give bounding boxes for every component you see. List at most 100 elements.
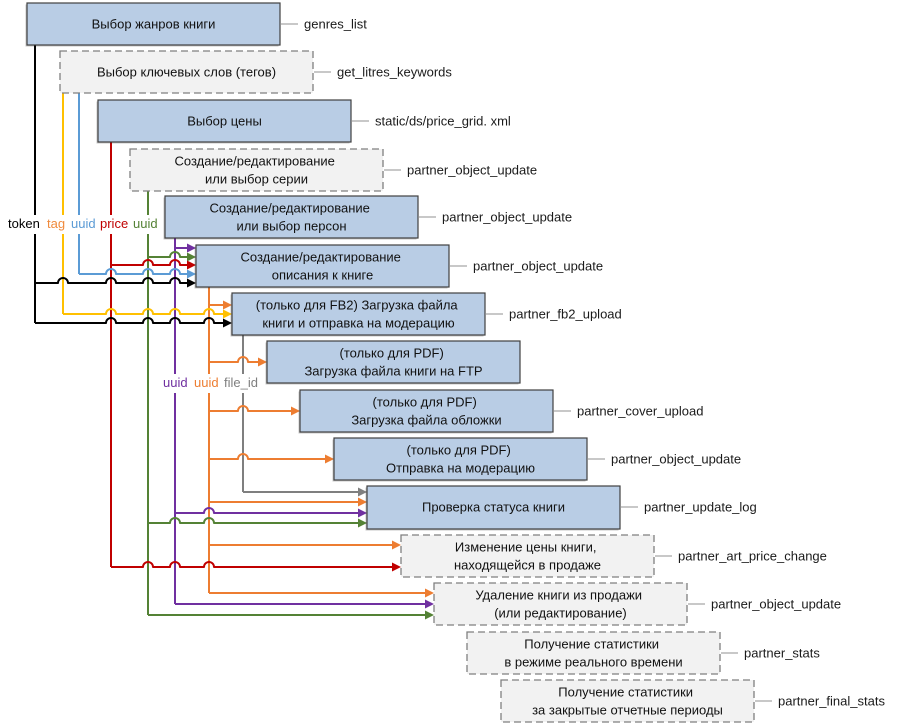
arrowhead-icon: [358, 497, 367, 507]
step-text-line: в режиме реального времени: [504, 655, 682, 670]
api-method-label: partner_object_update: [407, 163, 537, 178]
connectors-layer: [34, 45, 434, 620]
arrowhead-icon: [392, 540, 401, 550]
arrowhead-icon: [358, 518, 367, 528]
book-uuid-connector-line: [209, 356, 259, 363]
param-label-tag: tag: [47, 216, 65, 231]
arrowhead-icon: [358, 487, 367, 497]
price-connector-line: [111, 561, 393, 568]
step-box: [299, 389, 554, 433]
step-pdf-ftp-upload: (только для PDF) Загрузка файла книги на…: [265, 340, 521, 385]
arrowhead-icon: [187, 260, 196, 270]
arrowhead-icon: [392, 562, 401, 572]
param-label-keywords-uuid: uuid: [71, 216, 96, 231]
book-uuid-connector-line: [209, 405, 292, 412]
step-pdf-moderation: (только для PDF) Отправка на модерацию p…: [332, 437, 741, 482]
step-text-line: Загрузка файла книги на FTP: [304, 364, 482, 379]
api-method-label: partner_art_price_change: [678, 549, 827, 564]
arrowhead-icon: [358, 508, 367, 518]
api-method-label: static/ds/price_grid. xml: [375, 114, 511, 129]
persons-uuid-connector-line: [175, 507, 359, 514]
step-text-line: находящейся в продаже: [454, 558, 601, 573]
step-text-line: Удаление книги из продажи: [475, 588, 642, 603]
step-text-line: Выбор ключевых слов (тегов): [97, 65, 276, 80]
step-text: Проверка статуса книги: [422, 500, 565, 515]
arrowhead-icon: [187, 269, 196, 279]
step-text: Создание/редактирование или выбор серии: [174, 154, 338, 187]
param-label-persons-uuid: uuid: [163, 375, 188, 390]
step-text-line: (или редактирование): [494, 606, 627, 621]
step-text: Получение статистики в режиме реального …: [504, 637, 682, 670]
step-text-line: или выбор серии: [205, 172, 308, 187]
step-text: (только для PDF) Отправка на модерацию: [386, 443, 535, 476]
step-text-line: или выбор персон: [236, 219, 346, 234]
step-text: (только для PDF) Загрузка файла книги на…: [304, 346, 482, 379]
api-method-label: partner_cover_upload: [577, 404, 703, 419]
step-box: [26, 2, 281, 46]
tag-connector-line: [63, 308, 224, 315]
step-text-line: Загрузка файла обложки: [351, 413, 501, 428]
token-connector-line: [35, 317, 224, 324]
steps-layer: Выбор жанров книги genres_list Выбор клю…: [25, 2, 885, 723]
step-text-line: Создание/редактирование: [174, 154, 334, 169]
step-text: Выбор жанров книги: [92, 17, 216, 32]
step-text-line: Выбор жанров книги: [92, 17, 216, 32]
step-final-stats: Получение статистики за закрытые отчетны…: [500, 679, 885, 723]
step-text-line: Отправка на модерацию: [386, 461, 535, 476]
optional-step-box: [466, 631, 721, 675]
optional-step-box: [500, 679, 755, 723]
label-background: [160, 374, 263, 393]
param-label-series-uuid: uuid: [133, 216, 158, 231]
step-text: Выбор цены: [187, 114, 262, 129]
arrowhead-icon: [425, 588, 434, 598]
step-keywords: Выбор ключевых слов (тегов) get_litres_k…: [59, 50, 452, 94]
api-method-label: partner_object_update: [473, 259, 603, 274]
step-price-change: Изменение цены книги, находящейся в прод…: [400, 534, 827, 578]
price-connector-line: [111, 259, 188, 266]
optional-step-box: [433, 582, 688, 626]
step-box: [195, 244, 450, 288]
series-uuid-connector-line: [148, 517, 359, 524]
step-text: Выбор ключевых слов (тегов): [97, 65, 276, 80]
arrowhead-icon: [425, 599, 434, 609]
step-box: [231, 292, 486, 336]
step-fb2-upload: (только для FB2) Загрузка файла книги и …: [230, 292, 622, 337]
api-method-label: partner_object_update: [442, 210, 572, 225]
step-text-line: (только для FB2) Загрузка файла: [256, 298, 459, 313]
api-method-label: genres_list: [304, 17, 367, 32]
step-text: (только для PDF) Загрузка файла обложки: [351, 395, 501, 428]
step-box: [164, 195, 419, 239]
step-box: [266, 340, 521, 384]
token-connector-line: [35, 277, 188, 284]
api-method-label: partner_fb2_upload: [509, 307, 622, 322]
arrowhead-icon: [258, 357, 267, 367]
step-text-line: Проверка статуса книги: [422, 500, 565, 515]
series-uuid-connector-line: [148, 251, 188, 258]
step-realtime-stats: Получение статистики в режиме реального …: [466, 631, 820, 675]
step-box: [97, 99, 352, 143]
step-text-line: (только для PDF): [407, 443, 511, 458]
optional-step-box: [400, 534, 655, 578]
step-remove-from-sale: Удаление книги из продажи (или редактиро…: [433, 582, 841, 626]
arrowhead-icon: [425, 610, 434, 620]
param-labels-top: token tag uuid price uuid: [4, 215, 163, 234]
api-method-label: partner_object_update: [611, 452, 741, 467]
api-method-label: partner_final_stats: [778, 694, 885, 709]
step-persons: Создание/редактирование или выбор персон…: [163, 195, 572, 240]
step-box: [333, 437, 588, 481]
step-text-line: Выбор цены: [187, 114, 262, 129]
arrowhead-icon: [187, 252, 196, 262]
optional-step-box: [59, 50, 314, 94]
param-label-book-uuid: uuid: [194, 375, 219, 390]
step-text: Создание/редактирование или выбор персон: [209, 201, 373, 234]
step-text-line: за закрытые отчетные периоды: [532, 703, 723, 718]
book-uuid-connector-line: [209, 453, 326, 460]
step-description: Создание/редактирование описания к книге…: [194, 244, 603, 289]
step-pdf-cover-upload: (только для PDF) Загрузка файла обложки …: [298, 389, 703, 434]
arrowhead-icon: [187, 278, 196, 288]
step-text-line: Получение статистики: [524, 637, 659, 652]
step-status-check: Проверка статуса книги partner_update_lo…: [365, 485, 757, 531]
api-method-label: partner_stats: [744, 646, 820, 661]
api-method-label: partner_update_log: [644, 500, 757, 515]
